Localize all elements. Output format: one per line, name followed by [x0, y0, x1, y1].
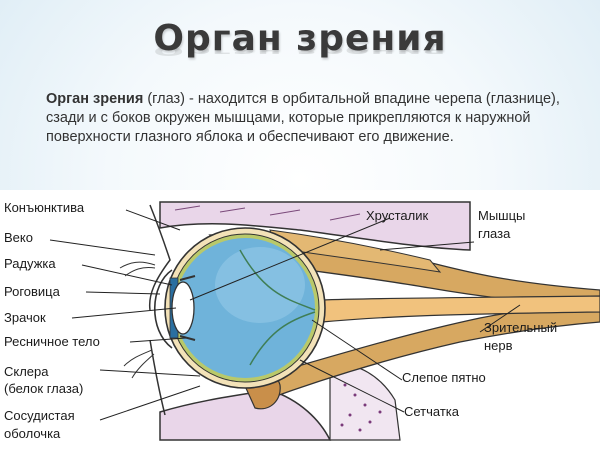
label-eyelid: Веко	[4, 230, 33, 245]
upper-bone-hatch	[174, 205, 361, 221]
eye-diagram: Конъюнктива Веко Радужка Роговица Зрачок…	[0, 190, 600, 450]
label-cornea: Роговица	[4, 284, 61, 299]
label-ciliary-body: Ресничное тело	[4, 334, 100, 349]
slide-title: Орган зрения	[153, 18, 447, 59]
leader-lines-left	[49, 209, 201, 421]
upper-orbit-bone	[159, 201, 471, 251]
label-conjunctiva: Конъюнктива	[4, 200, 85, 215]
cornea	[154, 269, 173, 349]
label-sclera: Склера	[4, 364, 49, 379]
bone-dots	[340, 383, 382, 432]
intro-paragraph: Орган зрения (глаз) - находится в орбита…	[46, 90, 566, 147]
intro-lead: Орган зрения	[46, 91, 144, 107]
lower-eye-muscle	[248, 303, 600, 401]
label-pupil: Зрачок	[4, 310, 46, 325]
intro-text: (глаз) - находится в орбитальной впадине…	[46, 91, 560, 145]
label-blind-spot: Слепое пятно	[402, 370, 486, 385]
slide-title-reflection: Орган зрения	[153, 43, 447, 58]
upper-oblique-muscle	[269, 229, 442, 273]
label-lens: Хрусталик	[366, 208, 428, 223]
label-optic-nerve: Зрительный	[484, 320, 557, 335]
ciliary-body	[179, 275, 196, 341]
label-eye-muscles-2: глаза	[478, 226, 511, 241]
label-iris: Радужка	[4, 256, 56, 271]
optic-nerve	[319, 295, 600, 323]
label-choroid-2: оболочка	[4, 426, 61, 441]
label-retina: Сетчатка	[404, 404, 460, 419]
eyelid-outline	[148, 204, 171, 311]
label-optic-nerve-2: нерв	[484, 338, 513, 353]
label-eye-muscles: Мышцы	[478, 208, 525, 223]
label-sclera-note: (белок глаза)	[4, 381, 83, 396]
vitreous-highlight	[215, 247, 305, 323]
leader-lines-right	[189, 217, 521, 413]
retina-vessels	[239, 249, 316, 366]
lower-lid-outline	[149, 339, 166, 416]
label-choroid: Сосудистая	[4, 408, 75, 423]
